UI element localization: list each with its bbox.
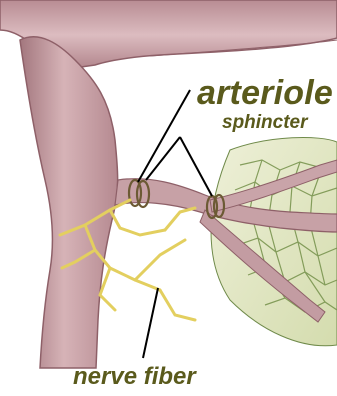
leader-lines — [138, 90, 212, 358]
arteriole-label: arteriole — [197, 76, 333, 110]
sphincter-label: sphincter — [222, 113, 308, 132]
descending-blood-vessel — [20, 37, 118, 368]
nerve-fiber-label: nerve fiber — [73, 365, 196, 389]
